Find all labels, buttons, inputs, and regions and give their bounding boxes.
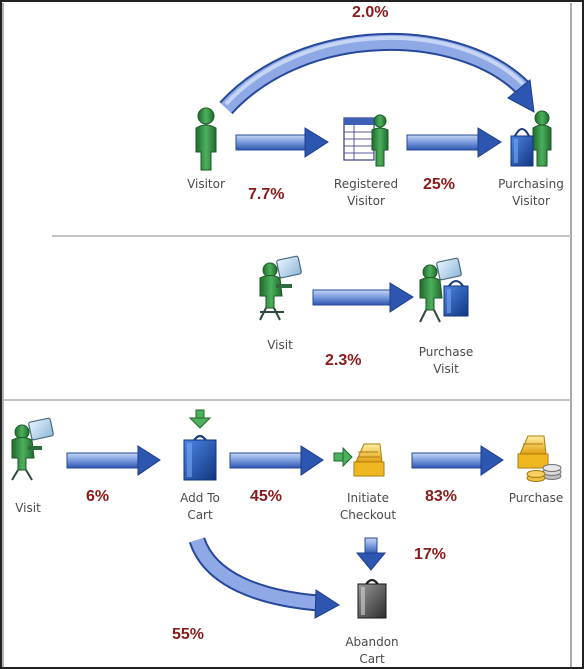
node-label-registered-visitor-line2: Visitor [347, 194, 385, 208]
rate-registered-to-purchasing: 25% [423, 176, 456, 193]
arrow-checkout-to-abandon [355, 537, 387, 571]
arrow-cart-to-checkout [229, 445, 324, 476]
rate-checkout-drop: 17% [414, 546, 447, 563]
rate-visitor-to-purchasing: 2.0% [352, 4, 389, 21]
node-label-visitor: Visitor [187, 177, 225, 191]
rate-checkout-to-purchase: 83% [425, 488, 458, 505]
node-label-purchase-visit-line2: Visit [433, 362, 459, 376]
visit-computer-icon-bottom [11, 417, 54, 481]
node-label-visit-bottom: Visit [15, 501, 41, 515]
arrow-visitor-to-purchasing-highlight [224, 35, 525, 106]
rate-visit-to-purchase: 2.3% [325, 352, 362, 369]
node-label-abandon-cart-line2: Cart [359, 652, 385, 666]
arrow-checkout-to-purchase [411, 445, 504, 476]
node-label-visit: Visit [267, 338, 293, 352]
node-label-initiate-checkout-line2: Checkout [339, 508, 397, 522]
arrow-visitor-to-purchasing-head [507, 79, 535, 113]
purchase-visit-icon [419, 257, 469, 323]
node-label-purchasing-visitor-line2: Visitor [512, 194, 550, 208]
purchasing-visitor-icon [510, 110, 552, 167]
arrow-cart-to-abandon-head [314, 589, 340, 619]
abandon-cart-icon [357, 578, 387, 619]
node-label-add-to-cart-line1: Add To [180, 491, 220, 505]
rate-visitor-to-registered: 7.7% [248, 186, 285, 203]
node-label-purchase: Purchase [508, 491, 564, 505]
arrow-registered-to-purchasing [406, 127, 502, 158]
registered-visitor-icon [343, 114, 389, 167]
rate-cart-abandon: 55% [172, 626, 205, 643]
rate-visit-to-cart: 6% [86, 488, 110, 505]
arrow-visit-to-purchase [312, 282, 414, 313]
node-label-abandon-cart-line1: Abandon [345, 635, 399, 649]
arrow-visitor-to-purchasing [220, 34, 528, 113]
node-label-purchase-visit-line1: Purchase [418, 345, 474, 359]
arrow-visit-to-cart [66, 445, 161, 476]
node-label-initiate-checkout-line1: Initiate [347, 491, 389, 505]
node-label-add-to-cart-line2: Cart [187, 508, 213, 522]
arrow-cart-to-abandon [190, 537, 319, 610]
purchase-register-icon [517, 435, 562, 482]
rate-cart-to-checkout: 45% [250, 488, 283, 505]
visit-computer-icon [259, 255, 302, 321]
add-to-cart-icon [183, 409, 217, 481]
visitor-person-icon [195, 107, 217, 171]
node-label-purchasing-visitor-line1: Purchasing [498, 177, 564, 191]
node-label-registered-visitor-line1: Registered [333, 177, 399, 191]
initiate-checkout-icon [333, 443, 385, 477]
arrow-visitor-to-registered [235, 127, 329, 158]
